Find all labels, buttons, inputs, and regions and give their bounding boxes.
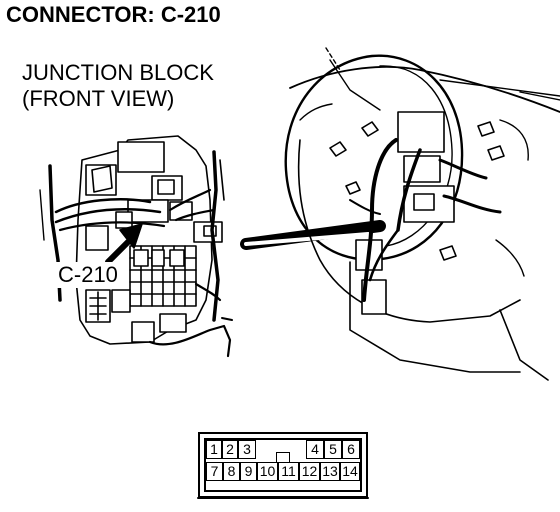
- pin-5: 5: [324, 440, 342, 459]
- pin-4: 4: [306, 440, 324, 459]
- pin-1: 1: [206, 440, 222, 459]
- pin-12: 12: [299, 462, 320, 481]
- pin-6: 6: [342, 440, 360, 459]
- dashboard-drawing: [240, 47, 560, 381]
- connector-latch: [276, 452, 290, 462]
- connector-callout-label: C-210: [56, 262, 120, 288]
- page-title: CONNECTOR: C-210: [6, 2, 221, 27]
- pin-9: 9: [240, 462, 257, 481]
- pin-7: 7: [206, 462, 223, 481]
- pin-3: 3: [238, 440, 256, 459]
- pin-10: 10: [257, 462, 278, 481]
- pin-11: 11: [278, 462, 299, 481]
- pin-8: 8: [223, 462, 240, 481]
- junction-block-label: JUNCTION BLOCK (FRONT VIEW): [22, 60, 214, 112]
- connector-face-inner: [204, 438, 362, 492]
- junction-block-label-line2: (FRONT VIEW): [22, 86, 175, 111]
- junction-block-label-line1: JUNCTION BLOCK: [22, 60, 214, 85]
- pin-14: 14: [340, 462, 360, 481]
- junction-block-drawing: [39, 135, 233, 358]
- pin-2: 2: [222, 440, 238, 459]
- pin-13: 13: [320, 462, 340, 481]
